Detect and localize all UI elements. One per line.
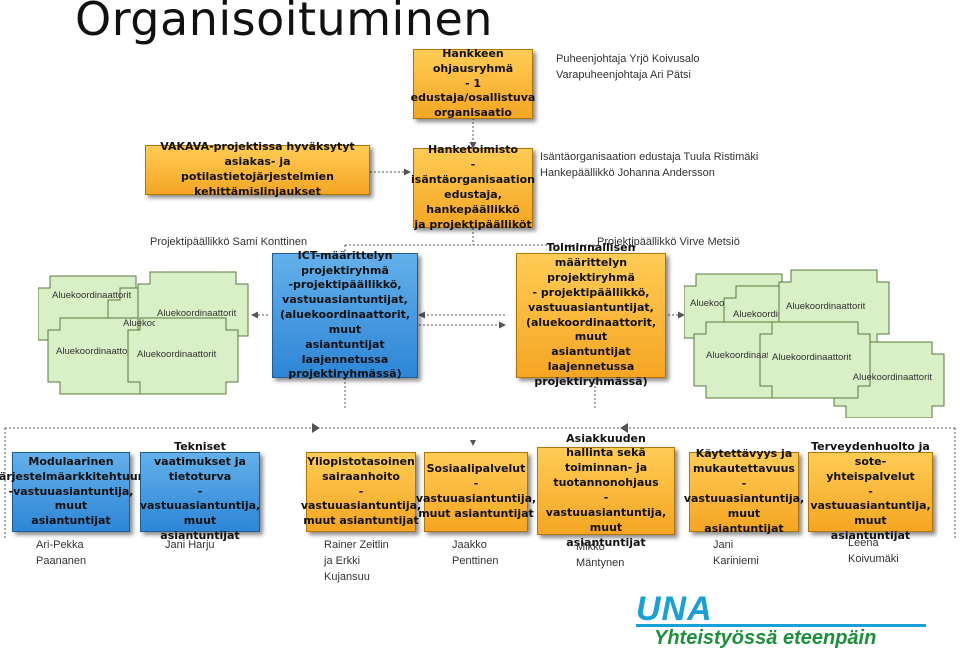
- coordinator-label-right-b: Aluekoordinaattorit: [733, 309, 779, 320]
- ict-group-box: ICT-määrittelyn projektiryhmä -projektip…: [272, 249, 418, 380]
- subgroup-social-services-text: Sosiaalipalvelut -vastuuasiantuntija, mu…: [415, 462, 537, 520]
- subgroup-university-care: Yliopistotasoinen sairaanhoito -vastuuas…: [301, 452, 421, 532]
- responsible-name-4: Jaakko Penttinen: [452, 539, 499, 567]
- coordinator-label-left-b: Aluekoordinaattorit: [123, 318, 155, 329]
- logo-underline: [636, 624, 926, 627]
- project-office-box: Hanketoimisto -isäntäorganisaation edust…: [411, 143, 535, 230]
- subgroup-technical: Tekniset vaatimukset ja tietoturva -vast…: [140, 440, 260, 542]
- project-office-text: Hanketoimisto -isäntäorganisaation edust…: [411, 143, 535, 231]
- responsible-name-7: Leena Koivumäki: [848, 537, 899, 565]
- coordinator-label-left-a: Aluekoordinaattorit: [52, 290, 132, 301]
- coordinator-cluster-right: [684, 269, 945, 418]
- subgroup-architecture-text: Modulaarinen järjestelmäarkkitehtuuri -v…: [0, 454, 147, 528]
- coordinator-label-left-d: Aluekoordinaattorit: [56, 346, 128, 357]
- host-note: Isäntäorganisaation edustaja Tuula Risti…: [540, 151, 759, 179]
- arrowhead-down: [470, 440, 476, 446]
- responsible-name-6: Jani Kariniemi: [713, 539, 759, 567]
- coordinator-label-right-c: Aluekoordinaattorit: [786, 301, 866, 312]
- responsible-name-3: Rainer Zeitlin ja Erkki Kujansuu: [324, 539, 389, 583]
- subgroup-usability-text: Käytettävyys ja mukautettavuus -vastuuas…: [683, 447, 805, 535]
- functional-group-text: Toiminnallisen määrittelyn projektiryhmä…: [525, 241, 657, 388]
- coordinator-label-right-f: Aluekoordinaattorit: [852, 372, 932, 383]
- una-logo-main: UNA: [636, 590, 713, 628]
- coordinator-label-left-e: Aluekoordinaattorit: [137, 349, 217, 360]
- responsible-name-5: Mikko Mäntynen: [576, 541, 625, 569]
- arrowhead-left: [312, 423, 320, 433]
- steering-group-box: Hankkeen ohjausryhmä - 1 edustaja/osalli…: [410, 46, 536, 120]
- steering-group-text: Hankkeen ohjausryhmä - 1 edustaja/osalli…: [410, 46, 536, 120]
- una-logo: UNA Yhteistyössä eteenpäin: [636, 590, 936, 656]
- chairs-note: Puheenjohtaja Yrjö Koivusalo Varapuheenj…: [556, 53, 700, 81]
- project-manager-left: Projektipäällikkö Sami Konttinen: [150, 236, 308, 248]
- responsible-name-2: Jani Harju: [165, 539, 215, 551]
- vakava-box: VAKAVA-projektissa hyväksytyt asiakas- j…: [145, 140, 370, 198]
- subgroup-university-care-text: Yliopistotasoinen sairaanhoito -vastuuas…: [300, 454, 422, 528]
- una-logo-subtitle: Yhteistyössä eteenpäin: [654, 627, 877, 649]
- coordinator-label-left-c: Aluekoordinaattorit: [157, 308, 237, 319]
- subgroup-healthcare-text: Terveydenhuolto ja sote- yhteispalvelut …: [810, 440, 931, 543]
- responsible-name-1: Ari-Pekka Paananen: [36, 539, 87, 567]
- subgroup-technical-text: Tekniset vaatimukset ja tietoturva -vast…: [139, 440, 261, 543]
- coordinator-label-right-a: Aluekoordinaattorit: [690, 298, 724, 309]
- subgroup-healthcare: Terveydenhuolto ja sote- yhteispalvelut …: [808, 440, 933, 542]
- arrowhead-right: [620, 423, 628, 433]
- subgroup-customer-management: Asiakkuuden hallinta sekä toiminnan- ja …: [537, 432, 675, 549]
- page-title: Organisoituminen: [75, 0, 493, 46]
- project-manager-right: Projektipäällikkö Virve Metsiö: [597, 236, 740, 248]
- coordinator-cluster-left: [38, 271, 249, 395]
- subgroup-customer-management-text: Asiakkuuden hallinta sekä toiminnan- ja …: [545, 431, 667, 549]
- subgroup-social-services: Sosiaalipalvelut -vastuuasiantuntija, mu…: [416, 452, 536, 532]
- functional-group-box: Toiminnallisen määrittelyn projektiryhmä…: [516, 241, 666, 388]
- subgroup-usability: Käytettävyys ja mukautettavuus -vastuuas…: [684, 447, 804, 534]
- ict-group-text: ICT-määrittelyn projektiryhmä -projektip…: [279, 248, 411, 381]
- coordinator-label-right-d: Aluekoordinaattorit: [706, 350, 768, 361]
- subgroup-architecture: Modulaarinen järjestelmäarkkitehtuuri -v…: [0, 452, 147, 532]
- coordinator-label-right-e: Aluekoordinaattorit: [772, 352, 852, 363]
- vakava-text: VAKAVA-projektissa hyväksytyt asiakas- j…: [160, 140, 355, 198]
